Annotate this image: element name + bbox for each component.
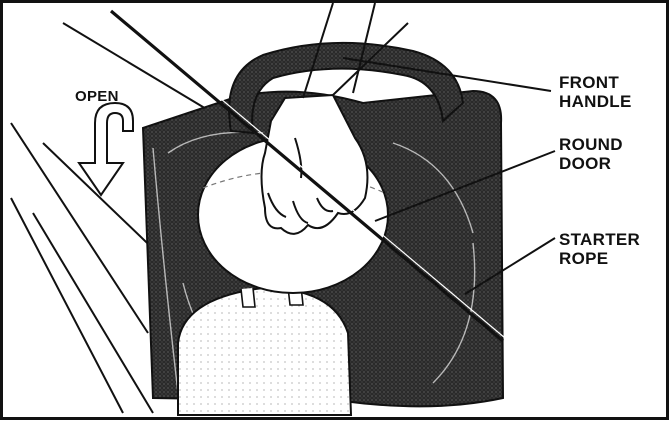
round-door-label: ROUND DOOR — [559, 135, 623, 173]
round-door-label-line2: DOOR — [559, 154, 623, 173]
front-handle-label: FRONT HANDLE — [559, 73, 632, 111]
open-arrow-icon — [79, 103, 133, 195]
diagram-illustration — [3, 3, 669, 423]
round-door-label-line1: ROUND — [559, 135, 623, 154]
open-label: OPEN — [75, 87, 119, 106]
front-handle-label-line2: HANDLE — [559, 92, 632, 111]
front-handle-label-line1: FRONT — [559, 73, 632, 92]
discharge-chute — [178, 288, 351, 415]
starter-rope-label: STARTER ROPE — [559, 230, 640, 268]
starter-rope-label-line1: STARTER — [559, 230, 640, 249]
starter-rope-label-line2: ROPE — [559, 249, 640, 268]
open-label-text: OPEN — [75, 87, 119, 106]
